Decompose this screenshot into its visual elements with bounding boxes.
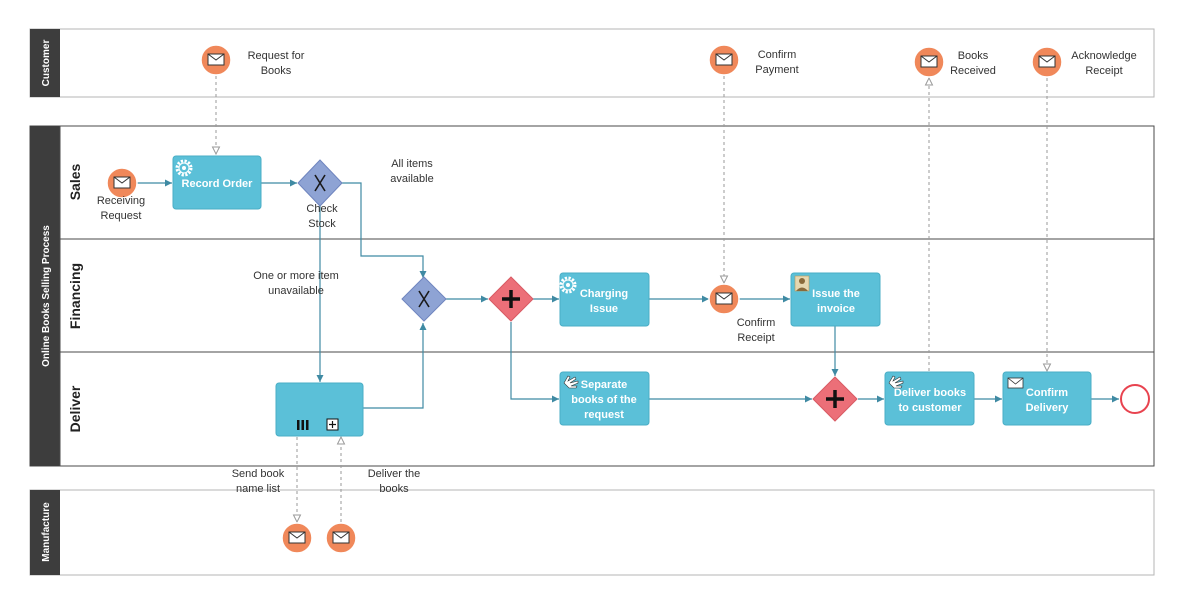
- task-charging-issue-label-2: Issue: [590, 303, 618, 315]
- task-record-order[interactable]: Record Order: [172, 155, 262, 210]
- envelope-icon: [207, 53, 225, 66]
- event-confirm-receipt[interactable]: [708, 283, 740, 315]
- label-send-book-name-list-1: Send book: [232, 468, 285, 480]
- exclusive-x-icon: [314, 174, 326, 192]
- envelope-icon: [1007, 377, 1024, 389]
- task-issue-invoice-label-2: invoice: [817, 303, 855, 315]
- label-one-or-more-unavailable-1: One or more item: [253, 270, 339, 282]
- task-record-order-label: Record Order: [182, 178, 254, 190]
- task-confirm-delivery-label-2: Delivery: [1026, 402, 1070, 414]
- label-deliver-the-books-1: Deliver the: [368, 468, 421, 480]
- process-pool-title: Online Books Selling Process: [41, 225, 52, 367]
- label-confirm-payment-2: Payment: [755, 64, 798, 76]
- customer-pool-title: Customer: [41, 40, 52, 87]
- gateway-check-stock[interactable]: [297, 159, 343, 207]
- task-charging-issue-label-1: Charging: [580, 288, 628, 300]
- task-subprocess[interactable]: [275, 382, 364, 437]
- envelope-icon: [715, 53, 733, 66]
- event-send-book-name-list[interactable]: [281, 522, 313, 554]
- message-flows: [216, 76, 1047, 522]
- envelope-icon: [715, 292, 733, 305]
- gateway-parallel-split[interactable]: [488, 276, 534, 322]
- parallel-multi-instance-icon: [297, 420, 309, 430]
- label-receiving-request-1: Receiving: [97, 195, 145, 207]
- task-issue-invoice[interactable]: Issue the invoice: [790, 272, 881, 327]
- customer-pool: Customer: [29, 28, 1155, 98]
- label-receiving-request-2: Request: [101, 210, 142, 222]
- label-one-or-more-unavailable-2: unavailable: [268, 285, 324, 297]
- lane-deliver-title: Deliver: [67, 385, 83, 432]
- envelope-icon: [288, 531, 306, 544]
- gateway-parallel-join[interactable]: [812, 376, 858, 422]
- event-deliver-the-books[interactable]: [325, 522, 357, 554]
- task-confirm-delivery[interactable]: Confirm Delivery: [1002, 371, 1092, 426]
- task-separate-books-label-2: books of the: [571, 394, 636, 406]
- task-separate-books-label-3: request: [584, 409, 624, 421]
- event-books-received[interactable]: [913, 46, 945, 78]
- user-icon: [794, 275, 810, 292]
- label-all-items-available-2: available: [390, 173, 433, 185]
- envelope-icon: [1038, 55, 1056, 68]
- gear-icon: [559, 276, 577, 294]
- event-request-for-books[interactable]: [200, 44, 232, 76]
- manufacture-pool-title: Manufacture: [41, 502, 52, 562]
- gear-icon: [175, 159, 193, 177]
- gateway-merge[interactable]: [401, 276, 447, 322]
- event-acknowledge-receipt[interactable]: [1031, 46, 1063, 78]
- event-confirm-payment[interactable]: [708, 44, 740, 76]
- label-books-received-2: Received: [950, 65, 996, 77]
- label-check-stock-1: Check: [306, 203, 338, 215]
- label-all-items-available-1: All items: [391, 158, 433, 170]
- task-charging-issue[interactable]: Charging Issue: [559, 272, 650, 327]
- task-deliver-books[interactable]: Deliver books to customer: [884, 371, 975, 426]
- label-deliver-the-books-2: books: [379, 483, 409, 495]
- envelope-icon: [920, 55, 938, 68]
- expand-subprocess-icon: [326, 418, 339, 431]
- label-confirm-receipt-1: Confirm: [737, 317, 776, 329]
- label-send-book-name-list-2: name list: [236, 483, 280, 495]
- hand-icon: [888, 375, 904, 389]
- task-issue-invoice-label-1: Issue the: [812, 288, 860, 300]
- sequence-flows: [136, 179, 1119, 409]
- end-event[interactable]: [1120, 384, 1150, 414]
- task-separate-books-label-1: Separate: [581, 379, 627, 391]
- label-books-received-1: Books: [958, 50, 989, 62]
- lane-financing-title: Financing: [67, 263, 83, 329]
- label-check-stock-2: Stock: [308, 218, 336, 230]
- task-confirm-delivery-label-1: Confirm: [1026, 387, 1068, 399]
- label-request-for-books-1: Request for: [248, 50, 305, 62]
- task-deliver-books-label-1: Deliver books: [894, 387, 966, 399]
- label-confirm-receipt-2: Receipt: [737, 332, 774, 344]
- task-deliver-books-label-2: to customer: [899, 402, 963, 414]
- annotation-labels: Request for Books Confirm Payment Books …: [97, 49, 1137, 495]
- lane-sales-title: Sales: [67, 163, 83, 200]
- label-acknowledge-receipt-1: Acknowledge: [1071, 50, 1136, 62]
- label-confirm-payment-1: Confirm: [758, 49, 797, 61]
- task-separate-books[interactable]: Separate books of the request: [559, 371, 650, 426]
- manufacture-pool: Manufacture: [29, 489, 1155, 576]
- hand-icon: [563, 375, 579, 389]
- exclusive-x-icon: [418, 290, 430, 308]
- plus-icon: [826, 390, 844, 408]
- label-acknowledge-receipt-2: Receipt: [1085, 65, 1122, 77]
- plus-icon: [502, 290, 520, 308]
- envelope-icon: [332, 531, 350, 544]
- label-request-for-books-2: Books: [261, 65, 292, 77]
- start-event-receiving-request[interactable]: [106, 167, 138, 199]
- envelope-icon: [113, 176, 131, 189]
